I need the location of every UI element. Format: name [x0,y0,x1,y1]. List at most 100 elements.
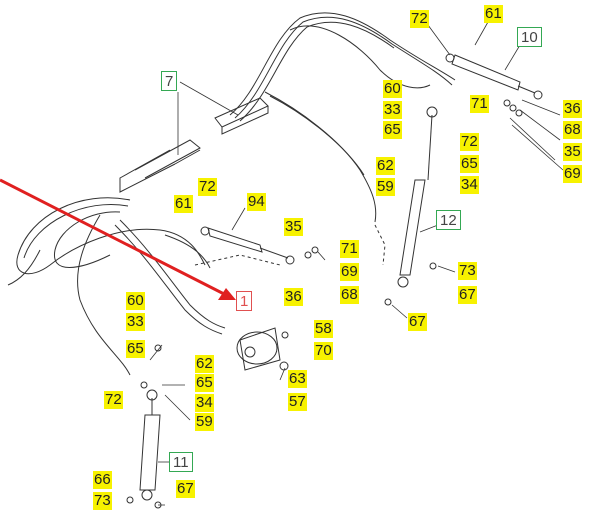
callout-60: 60 [126,292,145,310]
valve-block [214,97,269,128]
leader-line [164,394,191,421]
cylinder-10 [451,54,521,91]
frame-rail [174,149,201,165]
callout-35: 35 [284,218,303,236]
callout-33: 33 [383,101,402,119]
hose-line [119,219,226,329]
hose-line [164,234,211,269]
callout-69: 69 [340,263,359,281]
cylinder-12 [427,114,433,181]
cylinder-eye [445,53,455,63]
callout-65: 65 [383,121,402,139]
leader-line [149,344,163,361]
cylinder-94 [207,227,263,253]
callout-7: 7 [161,71,178,91]
leader-line [419,224,439,233]
hose-line [54,211,121,268]
cylinder-eye [285,255,295,265]
callout-66: 66 [93,471,112,489]
cylinder-10 [517,85,536,94]
washer [311,246,319,254]
pump-body [236,331,278,365]
callout-59: 59 [195,413,214,431]
washer [281,331,289,339]
callout-12: 12 [436,210,461,230]
leader-line [391,304,408,319]
hose-line [269,95,365,176]
washer [509,104,517,112]
callout-68: 68 [340,286,359,304]
hose-line [239,21,395,122]
cylinder-eye [533,90,543,100]
callout-68: 68 [563,121,582,139]
washer [384,298,392,306]
leader-line [279,367,286,381]
leader-line [474,21,489,46]
washer [279,361,289,371]
callout-35: 35 [563,143,582,161]
leader-line [511,124,564,171]
frame-rail [134,139,201,179]
callout-34: 34 [195,394,214,412]
callout-71: 71 [470,95,489,113]
callout-58: 58 [314,320,333,338]
washer [304,251,312,259]
cylinder-eye [141,489,153,501]
washer [140,381,148,389]
callout-57: 57 [288,393,307,411]
callout-36: 36 [284,288,303,306]
hose-line [289,25,431,89]
washer [503,99,511,107]
callout-72: 72 [198,178,217,196]
callout-34: 34 [460,176,479,194]
callout-61: 61 [174,195,193,213]
hose-line [234,16,453,119]
callout-60: 60 [383,80,402,98]
hose-line [229,12,456,116]
callout-94: 94 [247,193,266,211]
callout-59: 59 [376,178,395,196]
callout-63: 63 [288,370,307,388]
leader-line [521,99,561,116]
callout-72: 72 [104,391,123,409]
dashed-link [374,224,386,266]
cylinder-eye [200,226,210,236]
callout-72: 72 [460,133,479,151]
callout-71: 71 [340,240,359,258]
red-arrow [0,178,229,298]
callout-72: 72 [410,10,429,28]
callout-36: 36 [563,100,582,118]
cylinder-eye [426,106,438,118]
callout-1: 1 [236,291,253,311]
cylinder-eye [397,276,409,288]
callout-67: 67 [176,480,195,498]
washer [154,344,162,352]
callout-69: 69 [563,165,582,183]
leader-line [427,24,451,56]
cylinder-11 [139,414,161,491]
hose-line [23,204,129,259]
pump-body [239,327,281,371]
callout-67: 67 [408,313,427,331]
cylinder-12 [399,179,426,276]
leader-line [509,117,556,161]
callout-65: 65 [195,374,214,392]
callout-73: 73 [458,262,477,280]
washer [429,262,437,270]
leader-line [519,109,561,141]
hose-line [264,91,377,223]
callout-67: 67 [458,286,477,304]
leader-line [437,265,456,273]
callout-65: 65 [460,155,479,173]
leader-line [179,81,239,116]
hose-line [16,197,206,275]
hose-line [7,249,41,286]
callout-70: 70 [314,342,333,360]
dashed-link [194,254,281,266]
callout-62: 62 [195,355,214,373]
red-arrow-head [218,288,236,300]
callout-65: 65 [126,340,145,358]
washer [515,109,523,117]
